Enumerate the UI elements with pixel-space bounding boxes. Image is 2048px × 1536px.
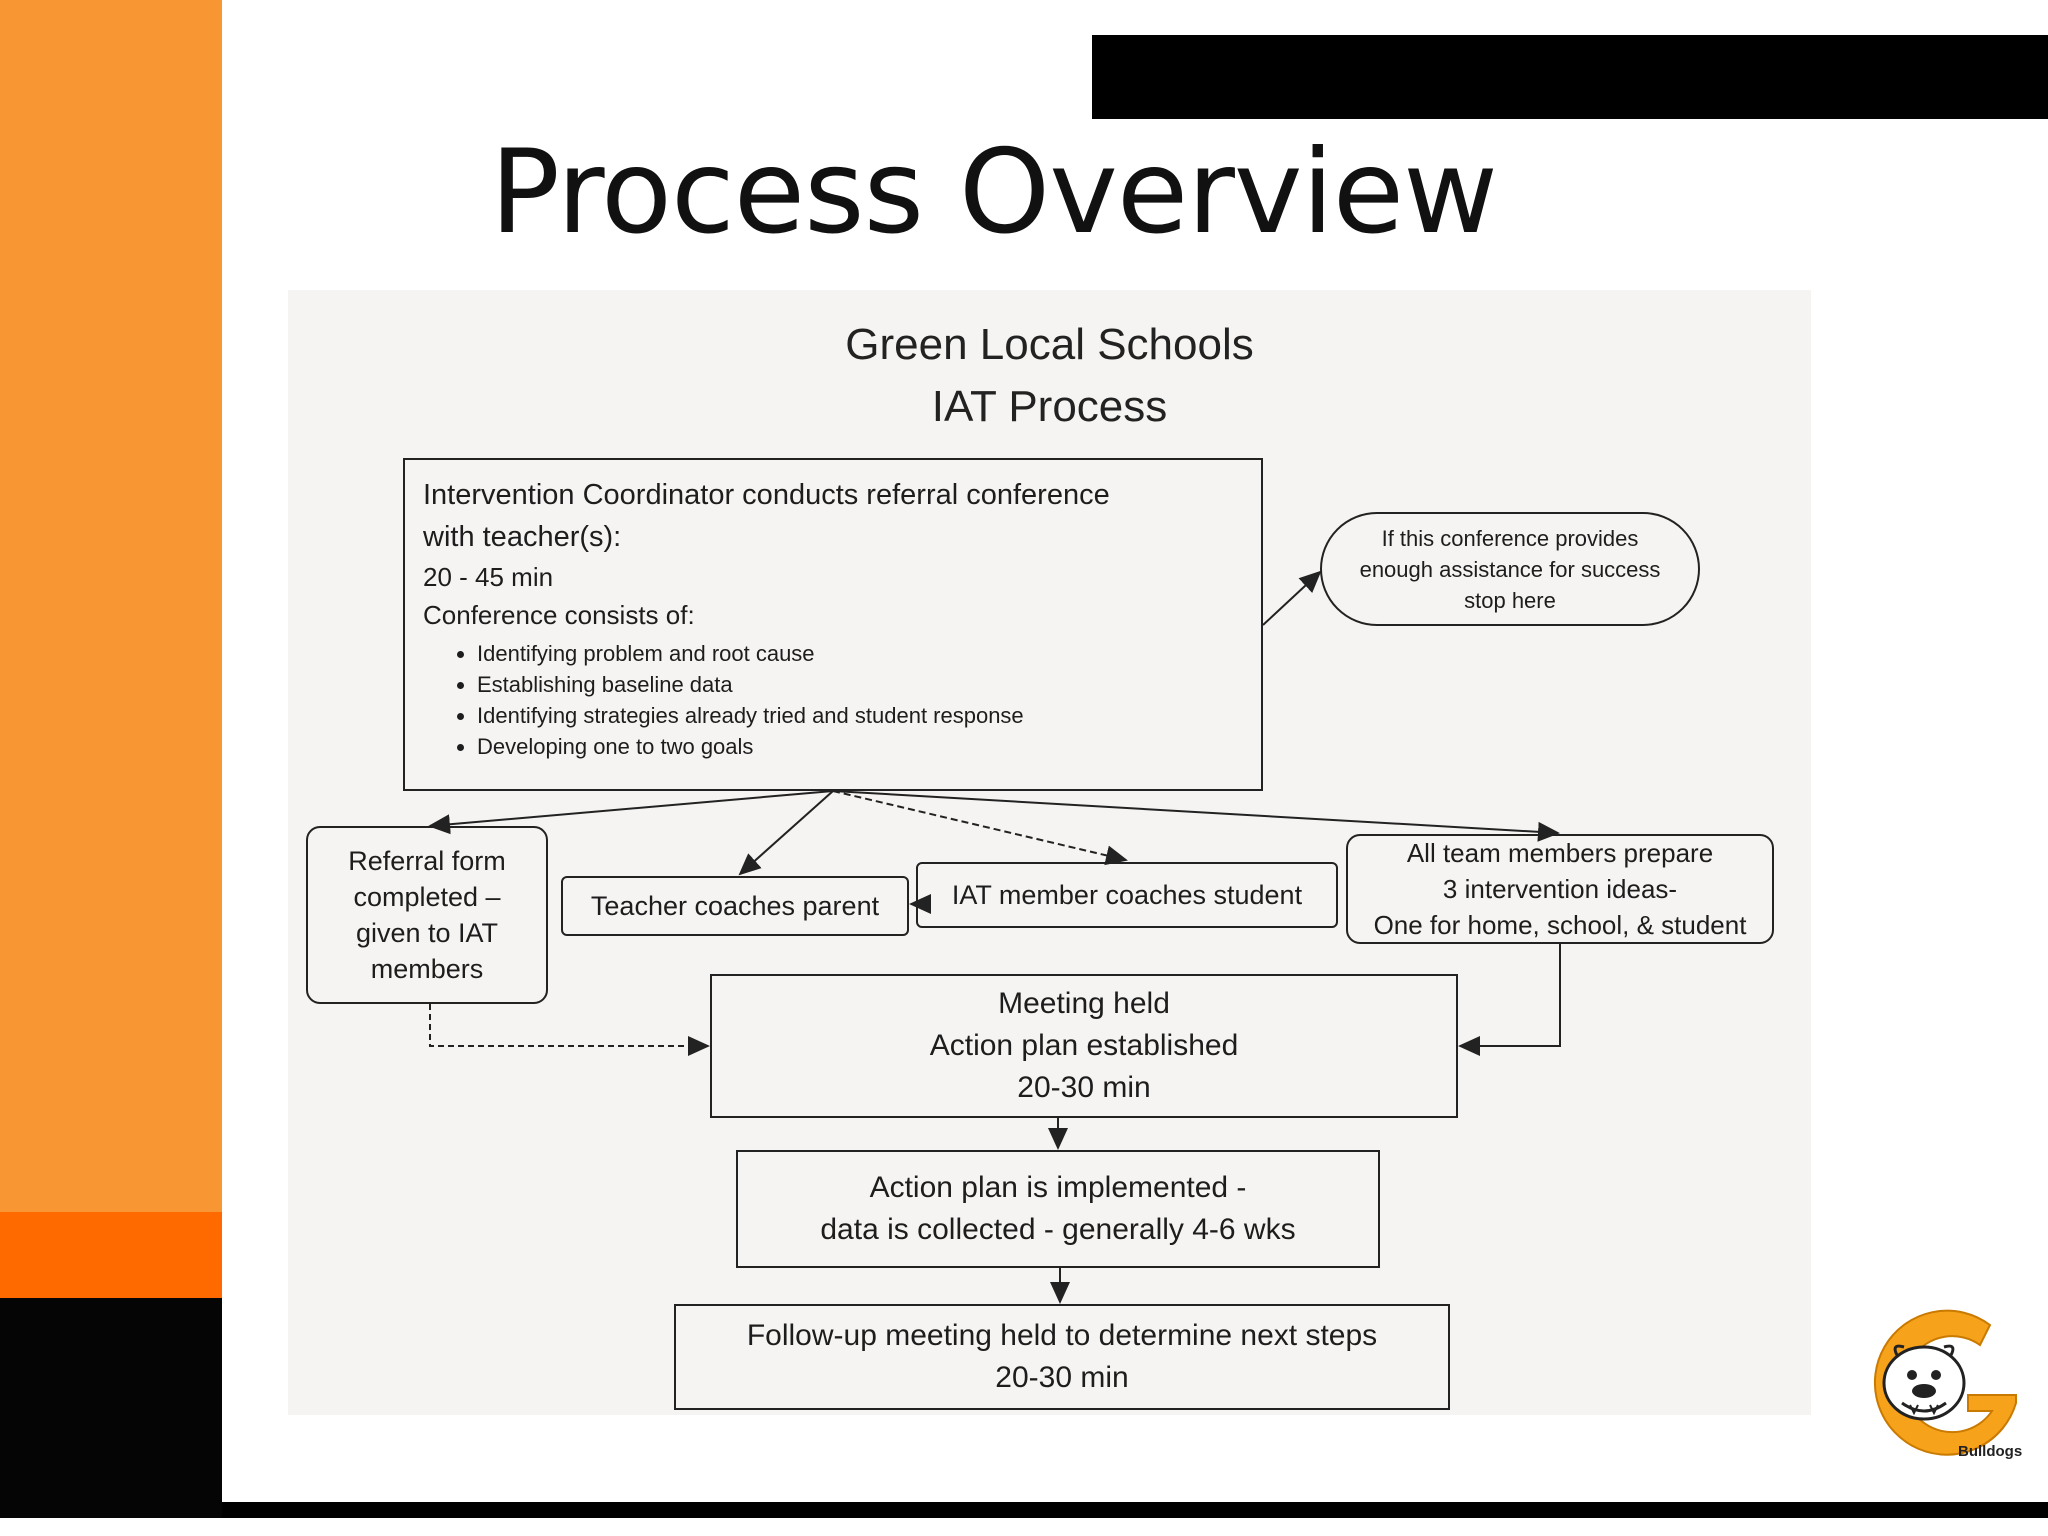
all-team-members-line: One for home, school, & student (1373, 910, 1747, 940)
stop-note-line: enough assistance for success (1359, 556, 1661, 582)
flowchart-heading-line-2: IAT Process (931, 382, 1168, 431)
flowchart-heading: Green Local Schools IAT Process (288, 314, 1811, 438)
follow-up-meeting-line: 20-30 min (995, 1361, 1129, 1394)
referral-conference-title-line-1: Intervention Coordinator conducts referr… (423, 479, 1110, 511)
footer-rule (222, 1502, 2048, 1518)
action-plan-implemented-line: Action plan is implemented - (869, 1171, 1247, 1204)
sidebar-white-band (0, 1518, 222, 1536)
stop-note-line: stop here (1464, 587, 1556, 613)
action-plan-implemented-box: Action plan is implemented - data is col… (736, 1150, 1380, 1268)
slide-title: Process Overview (490, 125, 1498, 260)
sidebar-dark-orange-band (0, 1212, 222, 1298)
stop-note-line: If this conference provides (1381, 525, 1639, 551)
referral-conference-bullet: Establishing baseline data (477, 669, 1243, 700)
referral-conference-duration: 20 - 45 min (423, 562, 554, 592)
meeting-held-line: Action plan established (929, 1029, 1239, 1062)
all-team-members-line: 3 intervention ideas- (1442, 874, 1678, 904)
meeting-held-line: 20-30 min (1017, 1071, 1151, 1104)
arrow-to-iat-coaches (832, 790, 1128, 866)
action-plan-implemented-line: data is collected - generally 4-6 wks (820, 1213, 1296, 1246)
referral-conference-box: Intervention Coordinator conducts referr… (403, 458, 1263, 791)
flowchart-scan: Green Local Schools IAT Process Interven… (288, 290, 1811, 1415)
follow-up-meeting-box: Follow-up meeting held to determine next… (674, 1304, 1450, 1410)
teacher-coaches-parent-box: Teacher coaches parent (561, 876, 909, 936)
arrow-to-referral-form (428, 790, 834, 835)
meeting-held-box: Meeting held Action plan established 20-… (710, 974, 1458, 1118)
stop-note-oval: If this conference provides enough assis… (1320, 512, 1700, 626)
arrow-to-teacher-coaches (738, 790, 834, 876)
title-accent-bar (1092, 35, 2048, 119)
referral-form-line: members (370, 954, 484, 984)
flowchart-heading-line-1: Green Local Schools (845, 320, 1254, 369)
arrow-to-stop-note (1262, 570, 1322, 626)
referral-form-line: Referral form (348, 846, 506, 876)
all-team-members-box: All team members prepare 3 intervention … (1346, 834, 1774, 944)
sidebar-black-band (0, 1298, 222, 1518)
iat-member-coaches-student-label: IAT member coaches student (951, 880, 1303, 910)
referral-conference-title-line-2: with teacher(s): (423, 521, 622, 553)
arrow-team-to-meeting (1458, 944, 1561, 1056)
teacher-coaches-parent-label: Teacher coaches parent (590, 891, 880, 921)
all-team-members-line: All team members prepare (1406, 838, 1714, 868)
iat-member-coaches-student-box: IAT member coaches student (916, 862, 1338, 928)
arrow-to-all-team (832, 790, 1560, 842)
logo-caption: Bulldogs (1958, 1443, 2023, 1460)
flowchart-connectors (428, 570, 1561, 1304)
referral-form-box: Referral form completed – given to IAT m… (306, 826, 548, 1004)
referral-form-line: given to IAT (355, 918, 499, 948)
referral-conference-consists-label: Conference consists of: (423, 600, 695, 630)
referral-conference-bullet: Identifying problem and root cause (477, 638, 1243, 669)
bulldog-g-logo-icon: Bulldogs (1840, 1295, 2040, 1475)
referral-conference-bullet-list: Identifying problem and root cause Estab… (423, 638, 1243, 762)
meeting-held-line: Meeting held (998, 987, 1170, 1020)
referral-form-line: completed – (353, 882, 501, 912)
follow-up-meeting-line: Follow-up meeting held to determine next… (746, 1319, 1378, 1352)
sidebar-orange-band (0, 0, 222, 1212)
referral-conference-bullet: Identifying strategies already tried and… (477, 700, 1243, 731)
referral-conference-bullet: Developing one to two goals (477, 731, 1243, 762)
arrow-referral-to-meeting (429, 1004, 710, 1056)
